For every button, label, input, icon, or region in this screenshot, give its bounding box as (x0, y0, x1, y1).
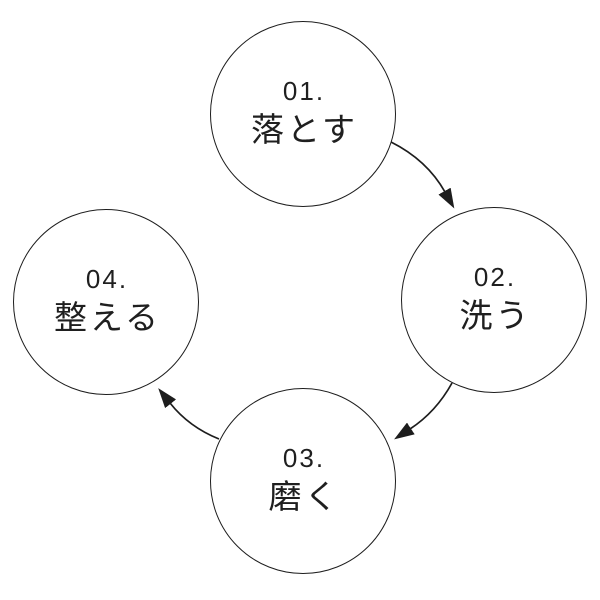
step-number: 04. (85, 264, 129, 295)
step-label: 磨く (268, 478, 341, 516)
step-circle-4: 04. 整える (13, 209, 199, 395)
step-number: 03. (282, 443, 326, 474)
step-number: 02. (473, 262, 517, 293)
arrow-step3-to-step4 (158, 388, 220, 440)
step-label: 落とす (250, 111, 358, 149)
step-label: 洗う (459, 297, 532, 335)
arrow-step1-to-step2 (390, 141, 455, 209)
step-circle-1: 01. 落とす (210, 21, 396, 207)
step-circle-3: 03. 磨く (210, 388, 396, 574)
step-number: 01. (282, 76, 326, 107)
step-circle-2: 02. 洗う (401, 207, 587, 393)
arrow-step2-to-step3 (394, 382, 453, 440)
step-label: 整える (53, 299, 161, 337)
